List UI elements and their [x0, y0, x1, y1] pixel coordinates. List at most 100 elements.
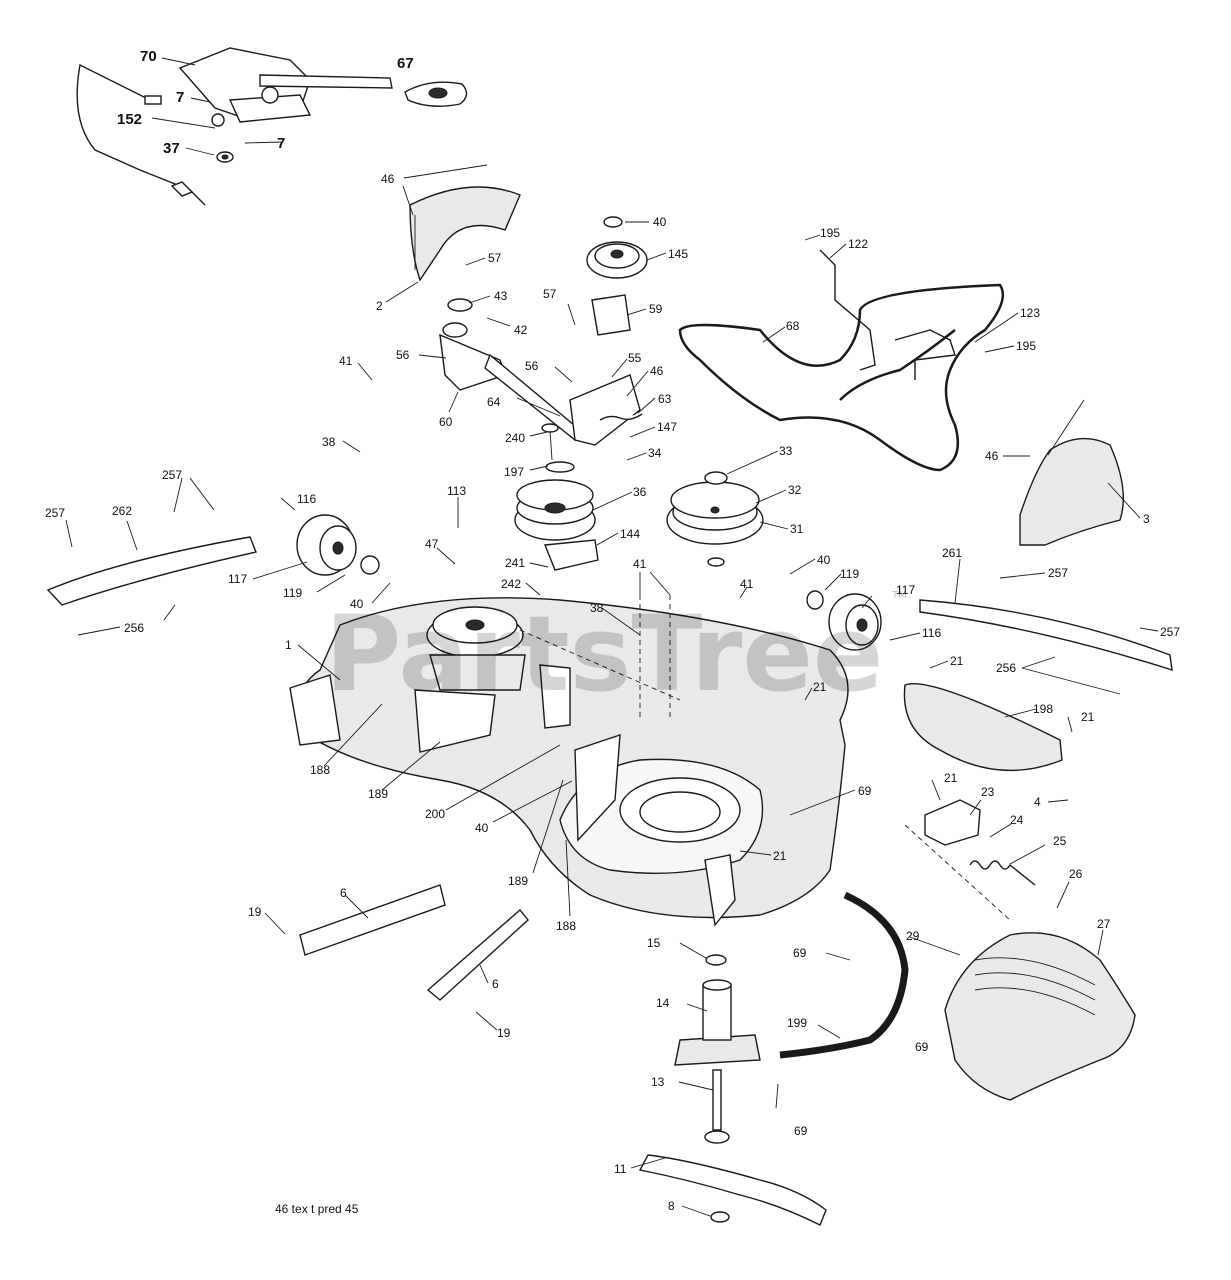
callout-labels: 70 67 7 152 7 37 46 2 57 43 42 56 60 41 … [45, 48, 1180, 1213]
belt-shield-2 [409, 186, 521, 282]
callout-256: 256 [124, 621, 144, 635]
callout-198: 198 [1033, 702, 1053, 716]
callout-256: 256 [996, 661, 1016, 675]
callout-31: 31 [790, 522, 804, 536]
blade-11 [638, 1154, 827, 1226]
callout-40: 40 [350, 597, 364, 611]
bracket-23 [924, 799, 981, 846]
callout-21: 21 [773, 849, 787, 863]
callout-34: 34 [648, 446, 662, 460]
callout-63: 63 [658, 392, 672, 406]
belt-keeper-122-123 [819, 249, 956, 380]
callout-257: 257 [1048, 566, 1068, 580]
callout-40: 40 [653, 215, 667, 229]
bracket-200 [539, 664, 571, 729]
callout-195: 195 [820, 226, 840, 240]
watermark-tm: TM [891, 590, 907, 601]
bracket-189-right [574, 734, 621, 842]
callout-40: 40 [817, 553, 831, 567]
leader-lines [65, 57, 1159, 1217]
footer-code: 46 tex t pred 45 [275, 1202, 359, 1216]
cable-152 [76, 63, 206, 206]
callout-6: 6 [340, 886, 347, 900]
bolt-8 [710, 1211, 730, 1223]
gauge-wheel-117-right [806, 590, 882, 651]
callout-8: 8 [668, 1199, 675, 1213]
callout-29: 29 [906, 929, 920, 943]
callout-19: 19 [248, 905, 262, 919]
callout-46: 46 [381, 172, 395, 186]
callout-32: 32 [788, 483, 802, 497]
callout-117: 117 [228, 572, 247, 586]
callout-42: 42 [514, 323, 528, 337]
callout-59: 59 [649, 302, 663, 316]
callout-6: 6 [492, 977, 499, 991]
spindle-shaft-13 [704, 1069, 730, 1144]
callout-38: 38 [590, 601, 604, 615]
callout-23: 23 [981, 785, 995, 799]
callout-56: 56 [396, 348, 410, 362]
callout-11: 11 [614, 1162, 627, 1176]
callout-189: 189 [508, 874, 528, 888]
callout-69: 69 [915, 1040, 929, 1054]
callout-69: 69 [793, 946, 807, 960]
callout-188: 188 [556, 919, 576, 933]
callout-57: 57 [543, 287, 557, 301]
callout-46: 46 [650, 364, 664, 378]
callout-242: 242 [501, 577, 521, 591]
assembly-lines [519, 595, 1011, 921]
callout-55: 55 [628, 351, 642, 365]
callout-19: 19 [497, 1026, 511, 1040]
callout-38: 38 [322, 435, 336, 449]
callout-257: 257 [162, 468, 182, 482]
callout-13: 13 [651, 1075, 665, 1089]
bracket-6-upper [299, 884, 446, 956]
spindle-housing-14 [674, 954, 761, 1066]
callout-14: 14 [656, 996, 670, 1010]
callout-4: 4 [1034, 795, 1041, 809]
callout-262: 262 [112, 504, 132, 518]
bracket-188-left [289, 674, 341, 746]
callout-152: 152 [117, 111, 142, 128]
callout-147: 147 [657, 420, 677, 434]
callout-199: 199 [787, 1016, 807, 1030]
callout-261: 261 [942, 546, 962, 560]
callout-2: 2 [376, 299, 383, 313]
callout-200: 200 [425, 807, 445, 821]
deck-pulley [426, 606, 526, 691]
gauge-wheel-117-left [296, 514, 380, 576]
belt-cover-3 [1019, 437, 1125, 546]
mower-deck-1 [296, 597, 849, 919]
callout-15: 15 [647, 936, 661, 950]
baffle-198 [903, 682, 1063, 772]
belt-68 [678, 283, 1005, 472]
pin-240-washer-197 [541, 423, 575, 473]
callout-188: 188 [310, 763, 330, 777]
bracket-55 [569, 374, 643, 446]
rail-262 [46, 536, 257, 606]
callout-144: 144 [620, 527, 640, 541]
callout-117: 117 [896, 583, 915, 597]
bracket-6-lower [426, 908, 529, 1001]
callout-41: 41 [339, 354, 353, 368]
callout-37: 37 [163, 140, 180, 157]
bracket-59 [591, 294, 631, 336]
bracket-188-right [704, 854, 736, 927]
discharge-chute-27 [944, 932, 1136, 1101]
callout-69: 69 [858, 784, 872, 798]
pulley-36 [514, 479, 596, 541]
callout-56: 56 [525, 359, 539, 373]
callout-257: 257 [45, 506, 65, 520]
callout-119: 119 [283, 586, 302, 600]
callout-116: 116 [297, 492, 316, 506]
callout-69: 69 [794, 1124, 808, 1138]
pulley-32 [666, 471, 764, 567]
callout-257: 257 [1160, 625, 1180, 639]
callout-24: 24 [1010, 813, 1024, 827]
washer-37 [216, 151, 234, 163]
idler-arm-assembly [439, 298, 581, 442]
callout-21: 21 [813, 680, 827, 694]
callout-43: 43 [494, 289, 508, 303]
callout-21: 21 [944, 771, 958, 785]
